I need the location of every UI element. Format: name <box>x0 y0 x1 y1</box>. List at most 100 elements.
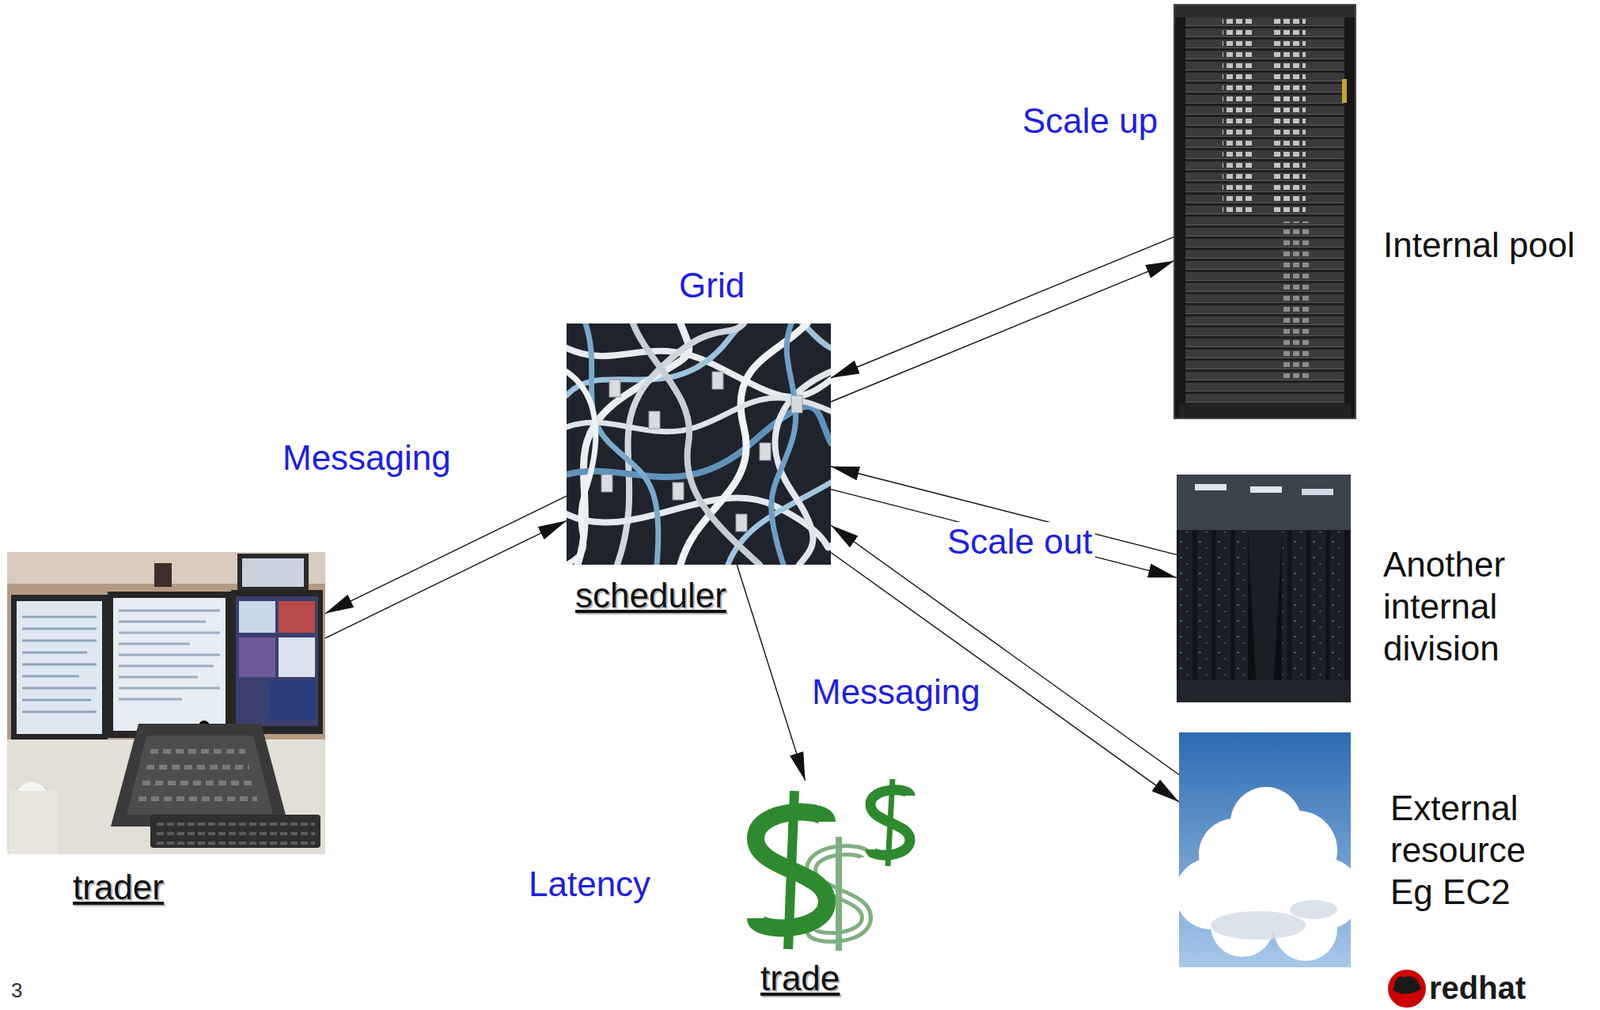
image-node: Internal pool <box>1174 4 1356 419</box>
arrow-connector <box>830 489 1177 579</box>
cables-illustration-part <box>648 411 660 429</box>
node-caption: External resource Eg EC2 <box>1390 788 1573 914</box>
trader-illustration-part <box>7 552 326 855</box>
cables-illustration-part <box>791 395 803 414</box>
trader-illustration-part <box>9 791 57 855</box>
trader-illustration-part <box>150 815 321 849</box>
annotation-label: Scale out <box>944 522 1096 563</box>
cables-illustration-part <box>566 323 831 565</box>
trader-illustration-part <box>110 724 289 827</box>
datacenter-illustration-part <box>1301 489 1334 496</box>
datacenter-illustration-part <box>1250 486 1282 493</box>
cables-illustration-part <box>680 323 808 565</box>
trader-illustration-part <box>16 601 103 735</box>
trader-illustration-part <box>154 563 172 588</box>
trader-illustration-part <box>107 591 232 739</box>
arrow-connector <box>830 525 1180 775</box>
rack-illustration-part <box>1174 4 1356 18</box>
cables-illustration-part <box>712 371 724 390</box>
trader-illustration-part <box>238 601 276 634</box>
rack-illustration-part <box>1179 403 1351 419</box>
cloud-illustration-part <box>1179 732 1351 968</box>
annotation-label: Scale up <box>1022 101 1158 142</box>
node-caption: Another internal division <box>1383 544 1566 670</box>
arrow-connector <box>736 564 805 782</box>
image-node: trader <box>7 552 326 855</box>
cables-illustration-part <box>609 379 621 398</box>
cables-illustration <box>566 323 831 565</box>
edge-label: Messaging <box>279 438 455 479</box>
cloud-illustration-part <box>1210 900 1338 941</box>
trader-illustration-part <box>242 558 304 588</box>
dollar-illustration-part <box>835 837 842 952</box>
node-caption: scheduler <box>575 576 727 617</box>
dollar-illustration-part <box>887 779 893 867</box>
annotation-label: Latency <box>528 864 651 906</box>
datacenter-illustration-part <box>1281 530 1351 689</box>
trader-illustration-part <box>126 735 273 816</box>
image-node: trade <box>745 781 920 954</box>
node-caption: Grid <box>678 265 745 307</box>
rack-illustration-part <box>1222 17 1255 216</box>
image-node: External resource Eg EC2 <box>1179 732 1351 968</box>
dollar-illustration <box>755 779 910 952</box>
rack-illustration-part <box>1281 221 1311 380</box>
cables-illustration-part <box>759 443 771 461</box>
trader-illustration <box>7 552 326 855</box>
cloud-illustration-part <box>1179 787 1351 962</box>
datacenter-illustration-part <box>1176 474 1351 531</box>
datacenter-illustration <box>1176 474 1351 703</box>
datacenter-illustration-part <box>1247 530 1282 681</box>
cloud-illustration <box>1179 732 1351 968</box>
rack-illustration-part <box>1342 79 1347 103</box>
cables-illustration-part <box>735 514 747 532</box>
trader-illustration-part <box>113 598 226 732</box>
trader-illustration-part <box>22 617 97 713</box>
arrow-connector <box>830 236 1175 378</box>
node-caption: trade <box>760 959 840 998</box>
trader-illustration-part <box>238 637 276 678</box>
cables-illustration-part <box>633 323 760 565</box>
dollar-illustration-part <box>788 791 795 950</box>
trader-illustration-part <box>231 590 323 735</box>
page-number: 3 <box>11 979 23 1004</box>
datacenter-illustration-part <box>1194 484 1227 491</box>
redhat-logo-icon-part <box>1392 976 1422 994</box>
trader-illustration-part <box>237 553 309 592</box>
cables-illustration-part <box>601 474 613 493</box>
image-node: Gridscheduler <box>566 323 831 565</box>
trader-illustration-part <box>156 824 315 844</box>
trader-illustration-part <box>235 596 319 727</box>
cables-illustration-part <box>672 482 684 501</box>
rack-illustration-part <box>1174 4 1356 419</box>
node-caption: Internal pool <box>1383 225 1575 266</box>
trader-illustration-part <box>278 601 315 634</box>
datacenter-illustration-part <box>1176 474 1351 703</box>
redhat-logo-icon <box>1387 970 1426 1009</box>
cables-illustration-part <box>771 323 797 565</box>
arrow-connector <box>830 261 1175 402</box>
datacenter-illustration-part <box>1176 530 1248 689</box>
rack-illustration-part <box>1174 4 1356 419</box>
cables-illustration-part <box>601 371 803 532</box>
trader-illustration-part <box>15 781 48 793</box>
rack-illustration <box>1174 4 1356 419</box>
datacenter-illustration-part <box>1176 680 1351 703</box>
arrow-connector <box>325 520 567 638</box>
edge-label: Messaging <box>808 672 984 713</box>
cloud-illustration-part <box>1289 900 1338 920</box>
cables-illustration-part <box>566 371 596 565</box>
trader-illustration-part <box>269 680 315 721</box>
cloud-illustration-part <box>1210 911 1306 941</box>
trader-illustration-part <box>11 595 108 742</box>
rack-illustration-part <box>1273 17 1306 216</box>
arrow-connector <box>325 496 567 614</box>
image-node: Another internal division <box>1176 474 1351 703</box>
node-caption: trader <box>72 868 164 909</box>
redhat-logo-icon-part <box>1387 970 1426 1009</box>
trader-illustration-part <box>118 610 220 700</box>
